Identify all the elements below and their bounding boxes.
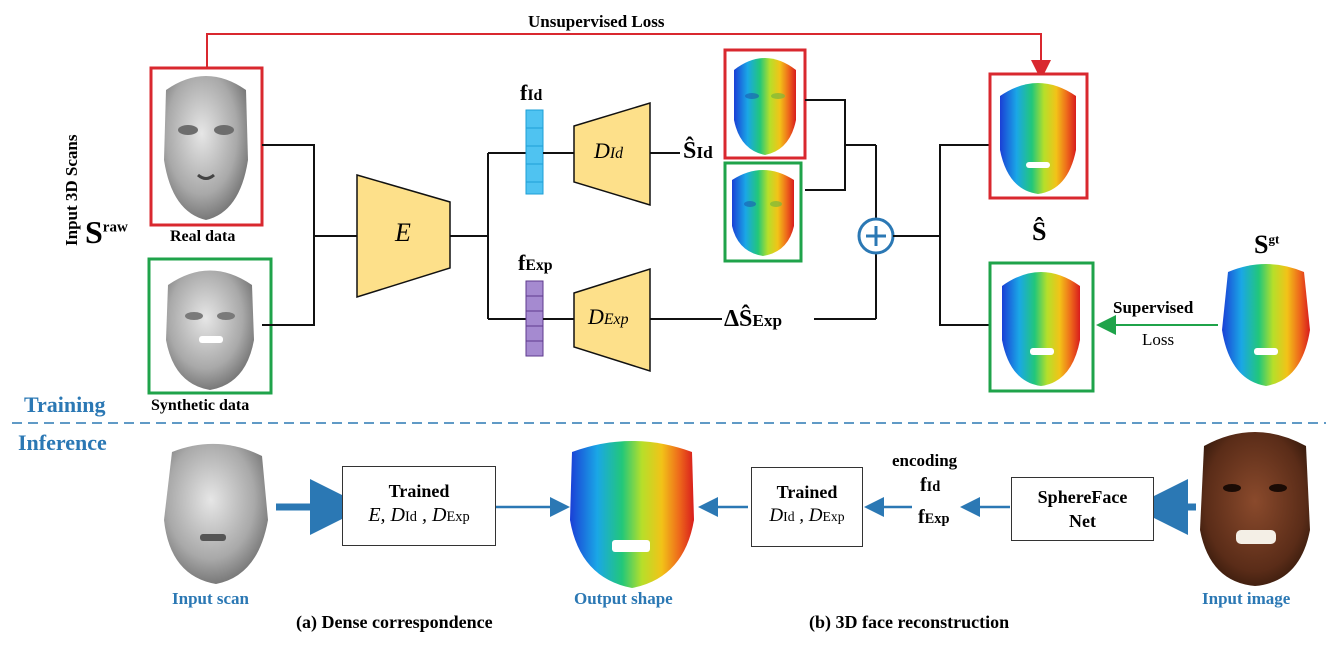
s-hat-label: Ŝ [1032,217,1047,246]
identity-face-real [723,48,807,160]
trained-decoders-box: Trained DId , DExp [751,467,863,547]
input-image-label: Input image [1202,589,1291,608]
sum-operator [857,217,895,255]
synthetic-data-label: Synthetic data [151,397,250,414]
synthetic-data-face [147,257,273,395]
real-data-label: Real data [170,228,236,245]
input-image-photo [1196,432,1314,586]
f-id-label: fId [520,80,543,105]
decoder-exp-label: DExp [588,304,629,329]
encoder-label: E [395,218,411,247]
decoder-id-block [573,101,651,207]
trained-encoder-decoders-box: Trained E, DId , DExp [342,466,496,546]
decoder-exp-block [573,267,651,373]
output-face-real [988,72,1089,200]
sphereface-net-box: SphereFace Net [1011,477,1154,541]
encoding-f-exp: fExp [918,506,950,528]
f-exp-label: fExp [518,250,553,275]
f-exp-vector [525,280,544,357]
encoder-block [356,174,451,299]
ground-truth-face [1222,264,1310,386]
output-face-synthetic [988,261,1095,393]
inference-label: Inference [18,430,107,455]
f-id-vector [525,109,544,195]
input-scan-face [164,443,268,584]
s-raw-label: Sraw [85,214,128,250]
encoding-label: encoding [892,451,958,470]
output-shape-label: Output shape [574,589,673,608]
caption-b: (b) 3D face reconstruction [809,612,1010,632]
loss-label: Loss [1142,330,1175,349]
real-data-face [149,66,264,227]
encoding-f-id: fId [920,474,941,496]
supervised-label: Supervised [1113,298,1194,317]
unsupervised-loss-label: Unsupervised Loss [528,12,665,31]
training-label: Training [24,392,106,417]
s-id-hat-label: ŜId [683,138,713,164]
input-3d-scans-label: Input 3D Scans [62,134,81,247]
s-gt-label: Sgt [1254,230,1280,259]
input-scan-label: Input scan [172,589,250,608]
delta-s-exp-label: ΔŜExp [724,306,783,332]
identity-face-synthetic [723,161,803,263]
decoder-id-label: DId [594,138,624,163]
output-shape-face [570,441,694,588]
caption-a: (a) Dense correspondence [296,612,493,632]
unsupervised-loss-arrow [206,33,1051,80]
